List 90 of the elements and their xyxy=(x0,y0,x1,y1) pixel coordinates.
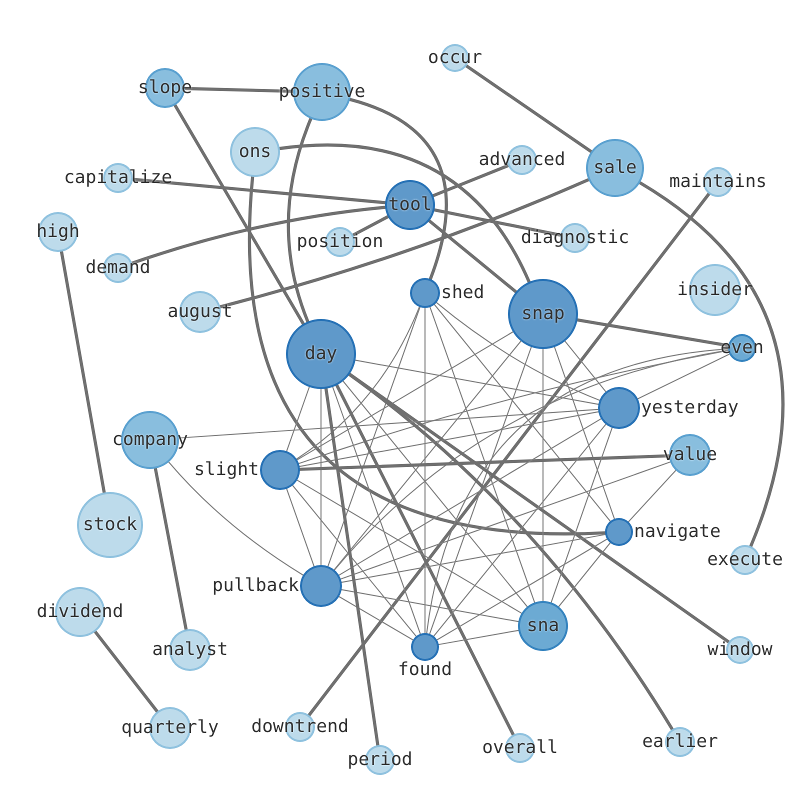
node-circle xyxy=(385,180,435,230)
connector-line xyxy=(278,144,531,284)
node-circle xyxy=(38,212,78,252)
node-label: execute xyxy=(707,550,783,570)
node-label: ons xyxy=(238,142,272,162)
node-label: navigate xyxy=(634,522,721,542)
connector-line xyxy=(154,466,188,631)
connector-line xyxy=(286,386,310,452)
connector-line xyxy=(218,178,590,308)
connector-line xyxy=(292,484,417,637)
connector-line xyxy=(168,462,304,576)
connector-line xyxy=(248,175,607,536)
connector-line xyxy=(433,424,606,637)
connector-line xyxy=(341,589,519,622)
connector-line xyxy=(348,372,730,644)
node-label: insider xyxy=(677,280,753,300)
connector-line xyxy=(438,630,519,646)
connector-line xyxy=(334,340,522,570)
node-label: august xyxy=(167,302,233,322)
node-label: found xyxy=(398,660,452,680)
node-label: high xyxy=(36,222,80,242)
node-label: diagnostic xyxy=(520,228,630,248)
node-label: earlier xyxy=(642,732,718,752)
node-label: dividend xyxy=(36,602,124,622)
node-label: tool xyxy=(388,195,432,215)
node-label: day xyxy=(304,344,338,364)
node-label: quarterly xyxy=(121,718,219,738)
node-label: advanced xyxy=(478,150,566,170)
node-label: stock xyxy=(82,515,138,535)
node-label: sale xyxy=(593,158,637,178)
connector-line xyxy=(324,387,380,747)
connector-line xyxy=(554,346,615,520)
connector-line xyxy=(342,380,528,608)
connector-line xyxy=(558,542,611,608)
node-label: demand xyxy=(85,258,151,278)
node-label: snap xyxy=(521,304,565,324)
connector-line xyxy=(286,117,312,324)
connector-line xyxy=(628,470,676,522)
connector-line xyxy=(354,360,599,405)
connector-line xyxy=(174,104,305,326)
connector-line xyxy=(308,192,710,717)
connector-line xyxy=(286,488,315,567)
node-label: overall xyxy=(482,738,558,758)
connector-line xyxy=(296,306,420,460)
connector-line xyxy=(428,219,518,294)
node-label: period xyxy=(347,750,413,770)
connector-line xyxy=(338,596,414,640)
node-label: slight xyxy=(194,460,259,480)
connector-line xyxy=(436,538,608,640)
connector-line xyxy=(436,302,600,401)
node-label: analyst xyxy=(152,640,228,660)
connector-line xyxy=(637,354,730,400)
connector-line xyxy=(432,164,510,198)
connector-line xyxy=(638,181,785,548)
connector-line xyxy=(338,418,602,576)
node-label: window xyxy=(707,640,773,660)
connector-line xyxy=(341,534,606,583)
connector-line xyxy=(348,98,448,281)
connector-line xyxy=(550,427,613,603)
node-label: downtrend xyxy=(251,717,349,737)
node-circle xyxy=(286,319,356,389)
connector-line xyxy=(60,250,106,494)
connector-line xyxy=(340,461,671,580)
connector-line xyxy=(429,346,532,634)
node-label: shed xyxy=(441,283,484,303)
node-label: maintains xyxy=(669,172,767,192)
connector-line xyxy=(564,340,606,392)
connector-line xyxy=(94,630,159,713)
node-label: pullback xyxy=(212,576,299,596)
connector-line xyxy=(464,64,593,154)
connector-line xyxy=(542,348,544,602)
connector-line xyxy=(434,304,611,522)
connector-line xyxy=(332,386,421,634)
node-circle xyxy=(230,127,280,177)
connector-line xyxy=(320,388,322,566)
node-label: sna xyxy=(526,616,560,636)
connector-line xyxy=(296,331,514,460)
connector-line xyxy=(348,372,674,731)
node-label: capitalize xyxy=(64,168,172,188)
connector-line xyxy=(429,306,536,603)
connector-line xyxy=(352,215,390,237)
connector-line xyxy=(296,480,522,614)
node-label: position xyxy=(296,232,384,252)
connector-line xyxy=(424,307,426,634)
connector-line xyxy=(335,384,515,736)
connector-line xyxy=(327,306,421,567)
connector-line xyxy=(299,411,599,467)
node-circle xyxy=(518,601,568,651)
node-label: occur xyxy=(428,48,482,68)
node-label: yesterday xyxy=(641,398,739,418)
